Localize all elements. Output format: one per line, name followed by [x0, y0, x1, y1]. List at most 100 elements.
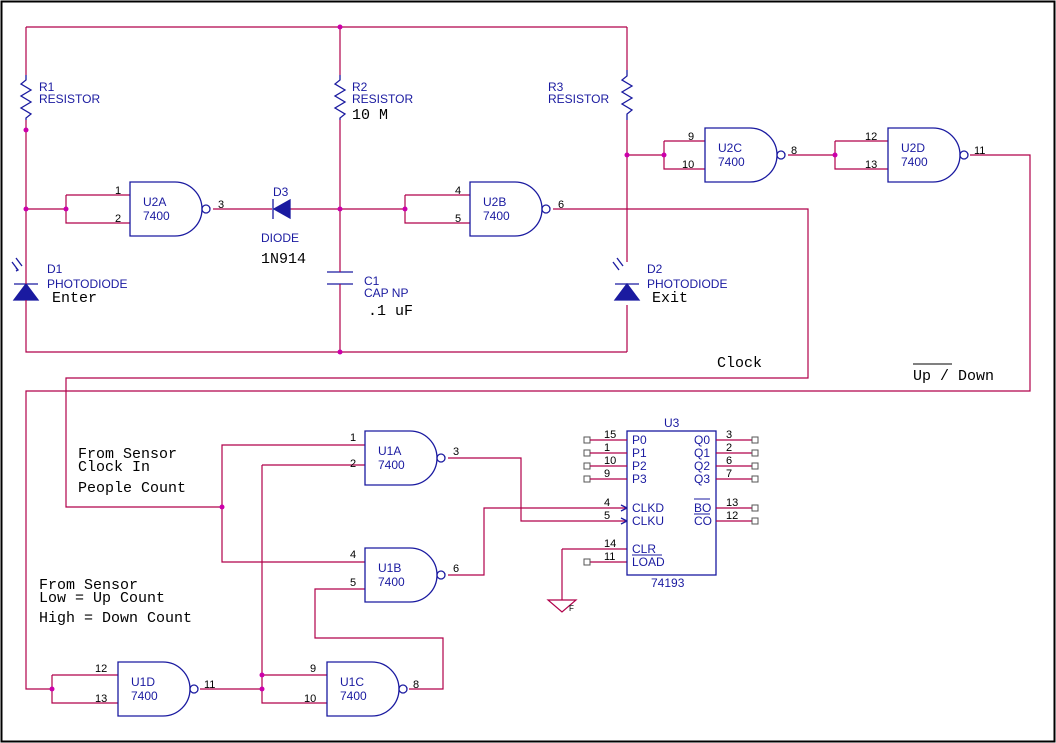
resistor-r1: R1 RESISTOR — [19, 75, 100, 120]
pin-terminal — [751, 449, 759, 457]
u1a-part: 7400 — [378, 458, 405, 472]
diode-d3: D3 DIODE 1N914 — [261, 185, 306, 268]
counter-ref: U3 — [664, 416, 680, 430]
u2b-pin5: 5 — [455, 213, 461, 225]
counter-pin-q1: 2Q1 — [694, 442, 759, 460]
pin-terminal — [751, 475, 759, 483]
note-sensor-mode-2: Low = Up Count — [39, 590, 165, 607]
counter-pin-p2: 10 P2 — [583, 455, 647, 473]
gate-u1d: U1D 7400 12 13 11 — [95, 661, 215, 717]
r1-type: RESISTOR — [39, 92, 100, 106]
u2a-name: U2A — [143, 195, 166, 209]
u1c-pin10: 10 — [304, 693, 316, 705]
pin-name: LOAD — [632, 555, 665, 569]
pin-terminal — [751, 436, 759, 444]
u2b-pin6: 6 — [558, 199, 564, 211]
u2d-pin11: 11 — [974, 145, 985, 157]
pin-name: CLKU — [632, 514, 664, 528]
counter-pin-q3: 7Q3 — [694, 468, 759, 486]
note-sensor-mode-1: From Sensor — [39, 577, 138, 594]
u1b-name: U1B — [378, 561, 401, 575]
ground-symbol: F — [546, 599, 578, 613]
pin-number: 4 — [604, 497, 610, 509]
counter-pin-q0: 3Q0 — [694, 429, 759, 447]
gate-u1c: U1C 7400 9 10 8 — [304, 661, 419, 717]
resistor-r2: R2 RESISTOR 10 M — [333, 75, 413, 124]
d3-ref: D3 — [273, 185, 289, 199]
u2a-pin1: 1 — [115, 185, 121, 197]
u1d-part: 7400 — [131, 689, 158, 703]
pin-number: 15 — [604, 429, 616, 441]
capacitor-c1: C1 CAP NP .1 uF — [327, 268, 413, 320]
u1c-part: 7400 — [340, 689, 367, 703]
d1-note: Enter — [52, 290, 97, 307]
pin-name: CLR — [632, 542, 656, 556]
pin-name: P3 — [632, 472, 647, 486]
pin-name: P0 — [632, 433, 647, 447]
photodiode-d1: D1 PHOTODIODE Enter — [11, 257, 127, 310]
note-people-count: People Count — [78, 480, 186, 497]
d2-note: Exit — [652, 290, 688, 307]
d2-type: PHOTODIODE — [647, 277, 727, 291]
pin-number: 12 — [726, 510, 738, 522]
u2d-name: U2D — [901, 141, 925, 155]
u1c-name: U1C — [340, 675, 364, 689]
note-sensor-clock-1: From Sensor — [78, 446, 177, 463]
d3-value: 1N914 — [261, 251, 306, 268]
counter-pin-p3: 9 P3 — [583, 468, 647, 486]
u1a-pin2: 2 — [350, 458, 356, 470]
junction-dots-top — [23, 24, 838, 355]
pin-number: 13 — [726, 497, 738, 509]
gate-u2c: U2C 7400 9 10 8 — [682, 127, 797, 183]
c1-ref: C1 — [364, 274, 380, 288]
u2c-part: 7400 — [718, 155, 745, 169]
u1b-part: 7400 — [378, 575, 405, 589]
u2c-pin8: 8 — [791, 145, 797, 157]
note-sensor-mode-3: High = Down Count — [39, 610, 192, 627]
r2-value: 10 M — [352, 107, 388, 124]
u2d-pin12: 12 — [865, 131, 877, 143]
u2b-pin4: 4 — [455, 185, 461, 197]
u2a-part: 7400 — [143, 209, 170, 223]
u1c-pin9: 9 — [310, 663, 316, 675]
top-section-wires — [25, 26, 1031, 690]
d1-ref: D1 — [47, 262, 63, 276]
d1-type: PHOTODIODE — [47, 277, 127, 291]
bottom-section-wires — [51, 444, 627, 704]
pin-terminal — [751, 462, 759, 470]
pin-number: 9 — [604, 468, 610, 480]
pin-name: Q3 — [694, 472, 710, 486]
c1-value: .1 uF — [368, 303, 413, 320]
u2b-part: 7400 — [483, 209, 510, 223]
u1b-pin5: 5 — [350, 577, 356, 589]
counter-pin-clku: 5 CLKU — [604, 510, 664, 528]
d2-ref: D2 — [647, 262, 663, 276]
r3-ref: R3 — [548, 80, 564, 94]
counter-body — [626, 430, 717, 576]
pin-number: 10 — [604, 455, 616, 467]
pin-number: 14 — [604, 538, 616, 550]
u1b-pin4: 4 — [350, 549, 356, 561]
u1a-pin3: 3 — [453, 446, 459, 458]
junction-dots-bottom — [49, 504, 265, 692]
c1-type: CAP NP — [364, 286, 408, 300]
r2-type: RESISTOR — [352, 92, 413, 106]
pin-name: CLKD — [632, 501, 664, 515]
counter-part: 74193 — [651, 576, 685, 590]
pin-number: 1 — [604, 442, 610, 454]
pin-name: P2 — [632, 459, 647, 473]
u1a-pin1: 1 — [350, 432, 356, 444]
u2d-pin13: 13 — [865, 159, 877, 171]
pin-name: Q1 — [694, 446, 710, 460]
u2d-part: 7400 — [901, 155, 928, 169]
pin-number: 5 — [604, 510, 610, 522]
gate-u2a: U2A 7400 1 2 3 — [115, 181, 224, 237]
u2c-pin9: 9 — [688, 131, 694, 143]
